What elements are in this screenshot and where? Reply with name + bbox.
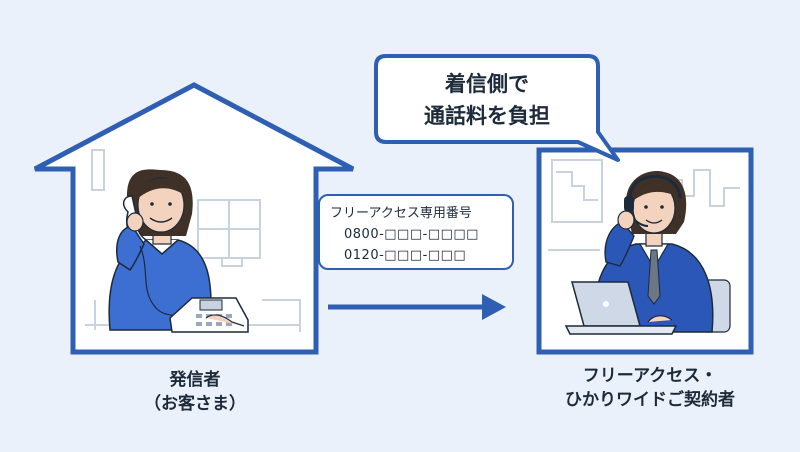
receiver-label-line-2: ひかりワイドご契約者 — [565, 390, 735, 410]
bubble-line-2: 通話料を負担 — [424, 104, 550, 128]
caller-label-line-2: （お客さま） — [144, 394, 246, 414]
receiver-person — [564, 171, 731, 335]
speech-bubble — [374, 54, 620, 162]
speech-bubble-text: 着信側で 通話料を負担 — [384, 68, 590, 132]
number-0120: 0120-□□□-□□□ — [344, 248, 467, 263]
free-access-number-box: フリーアクセス専用番号 0800-□□□-□□□□ 0120-□□□-□□□ — [318, 194, 514, 270]
caller-person — [108, 169, 249, 333]
receiver-label-line-1: フリーアクセス・ — [582, 366, 718, 386]
caller-label-line-1: 発信者 — [169, 370, 221, 390]
number-0800: 0800-□□□-□□□□ — [344, 227, 479, 242]
call-arrow — [328, 294, 506, 320]
number-box-title: フリーアクセス専用番号 — [330, 206, 472, 221]
bubble-line-1: 着信側で — [445, 72, 529, 96]
receiver-label: フリーアクセス・ ひかりワイドご契約者 — [520, 364, 780, 412]
caller-label: 発信者 （お客さま） — [95, 368, 295, 416]
